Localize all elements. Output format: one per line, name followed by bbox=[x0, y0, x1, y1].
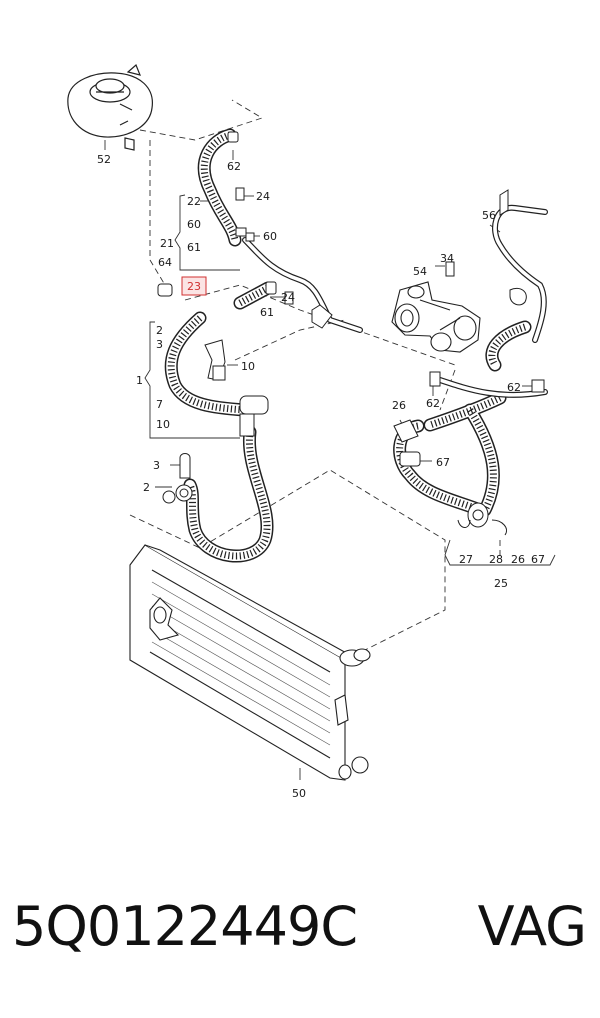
callout-1: 1 bbox=[136, 374, 143, 387]
callout-67: 67 bbox=[531, 553, 545, 566]
callout-10: 10 bbox=[156, 418, 170, 431]
callout-27: 27 bbox=[459, 553, 473, 566]
callout-26: 26 bbox=[392, 399, 406, 412]
callout-brackets bbox=[104, 140, 556, 780]
callout-61: 61 bbox=[187, 241, 201, 254]
callout-7: 7 bbox=[156, 398, 163, 411]
callout-10: 10 bbox=[241, 360, 255, 373]
part-number: 5Q0122449C bbox=[12, 895, 358, 958]
clips-and-fasteners bbox=[157, 131, 545, 536]
brand-name: VAG bbox=[477, 895, 587, 958]
callout-21: 21 bbox=[160, 237, 174, 250]
expansion-tank bbox=[67, 63, 153, 151]
callout-64: 64 bbox=[158, 256, 172, 269]
callout-3: 3 bbox=[153, 459, 160, 472]
rubber-hoses bbox=[164, 128, 532, 563]
callout-26: 26 bbox=[511, 553, 525, 566]
callout-50: 50 bbox=[292, 787, 306, 800]
callout-61: 61 bbox=[260, 306, 274, 319]
callout-56: 56 bbox=[482, 209, 496, 222]
callout-28: 28 bbox=[489, 553, 503, 566]
callout-67: 67 bbox=[436, 456, 450, 469]
callout-3: 3 bbox=[156, 338, 163, 351]
callout-62: 62 bbox=[227, 160, 241, 173]
callout-2: 2 bbox=[156, 324, 163, 337]
callout-62: 62 bbox=[426, 397, 440, 410]
coolant-distributor bbox=[391, 281, 481, 353]
radiator bbox=[129, 544, 371, 781]
callout-23: 23 bbox=[187, 280, 201, 293]
callout-24: 24 bbox=[281, 291, 295, 304]
footer: 5Q0122449C VAG bbox=[0, 895, 600, 975]
callout-22: 22 bbox=[187, 195, 201, 208]
callout-labels: 52 62 22 24 60 60 21 61 64 23 61 24 2 3 … bbox=[97, 153, 545, 800]
coolant-hose-exploded-diagram: 52 62 22 24 60 60 21 61 64 23 61 24 2 3 … bbox=[67, 63, 556, 800]
callout-54: 54 bbox=[413, 265, 427, 278]
highlighted-part-box bbox=[181, 276, 207, 296]
callout-62: 62 bbox=[507, 381, 521, 394]
callout-60: 60 bbox=[187, 218, 201, 231]
callout-52: 52 bbox=[97, 153, 111, 166]
callout-60: 60 bbox=[263, 230, 277, 243]
callout-25: 25 bbox=[494, 577, 508, 590]
callout-2: 2 bbox=[143, 481, 150, 494]
callout-34: 34 bbox=[440, 252, 454, 265]
callout-24: 24 bbox=[256, 190, 270, 203]
